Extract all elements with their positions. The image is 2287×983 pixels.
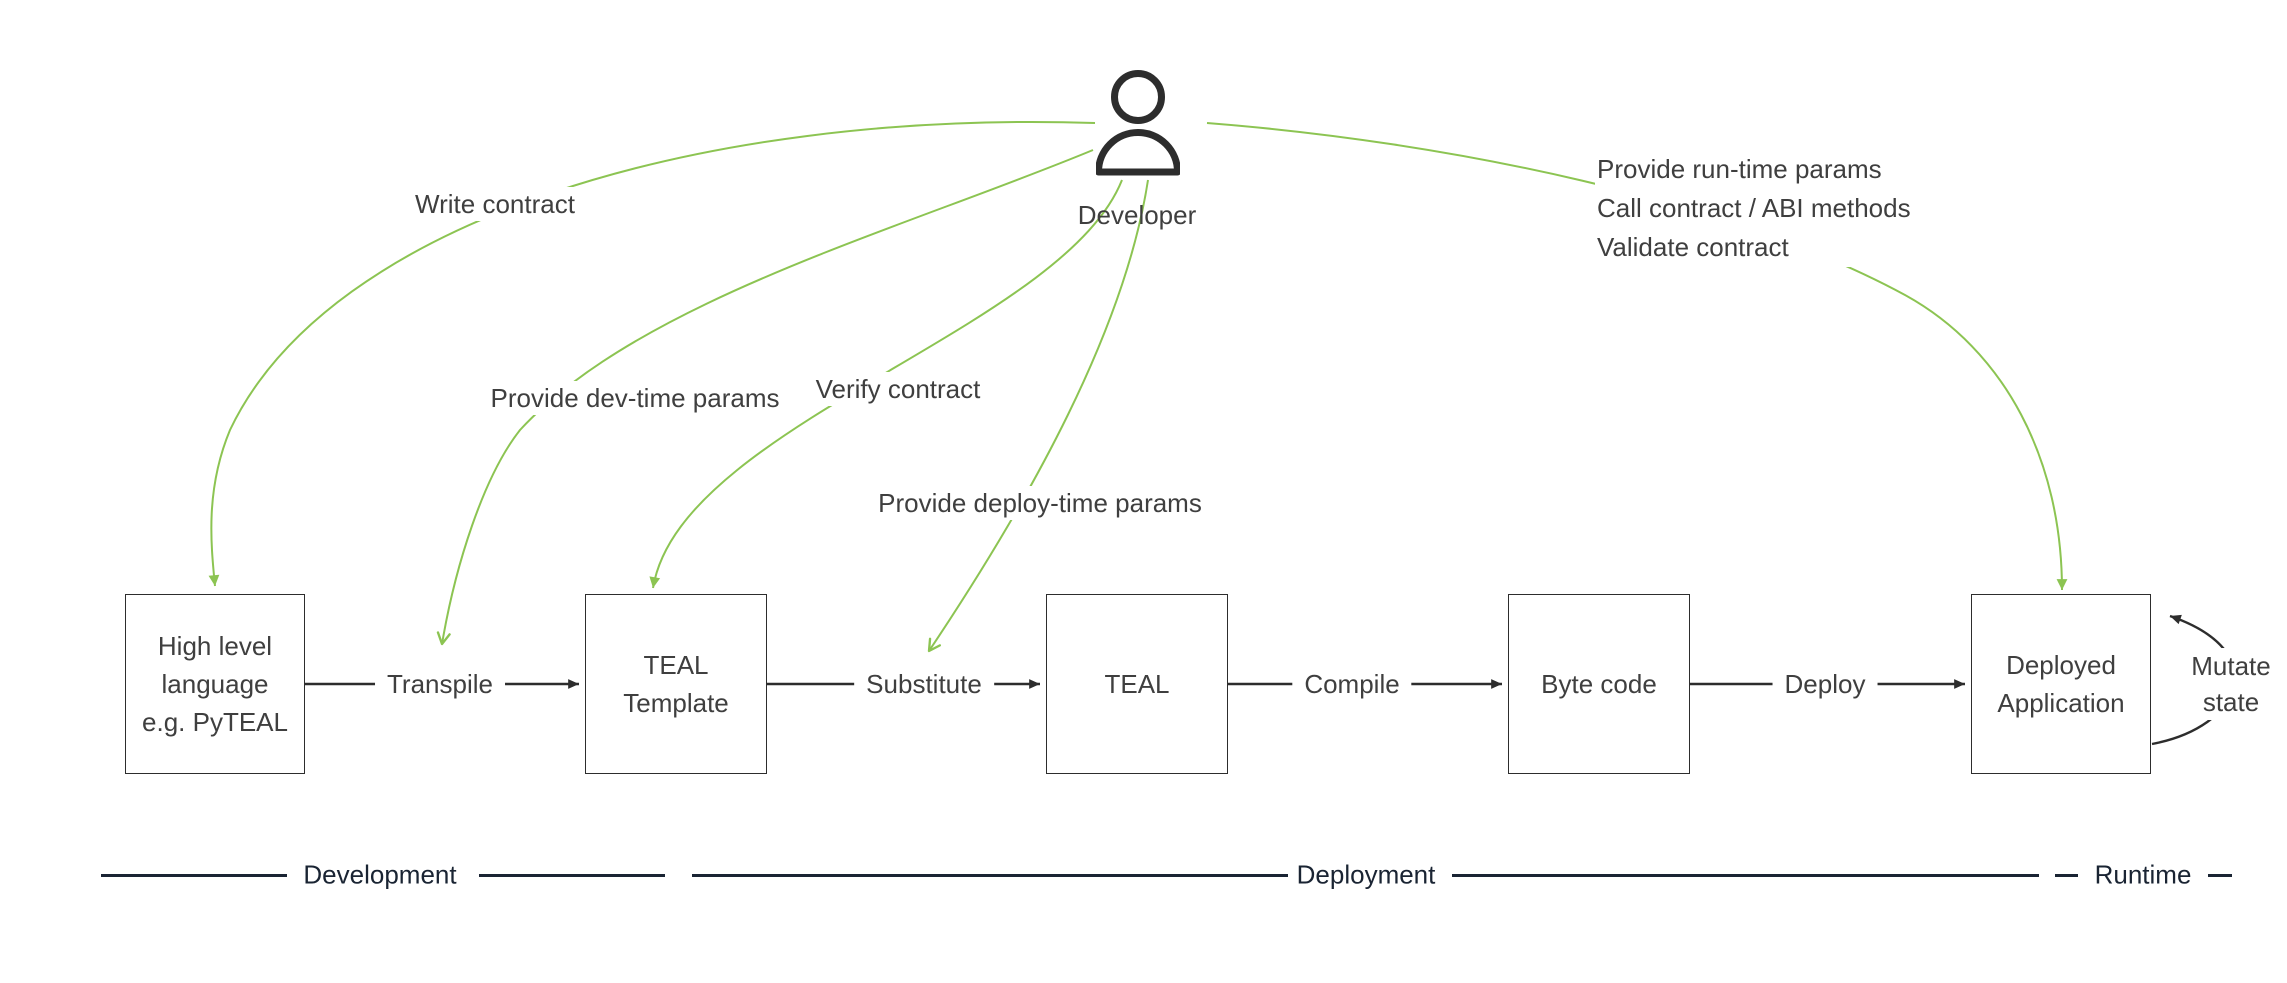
compile-label: Compile: [1292, 667, 1412, 701]
node-high-level-language: High level language e.g. PyTEAL: [125, 594, 305, 774]
mutate-state-label: Mutate state: [2181, 648, 2281, 720]
node-text-line: language: [161, 669, 269, 699]
node-text-line: TEAL: [643, 650, 709, 680]
node-text-line: Byte code: [1541, 669, 1657, 699]
node-teal-template: TEAL Template: [585, 594, 767, 774]
provide-deploy-time-params-label: Provide deploy-time params: [871, 486, 1209, 520]
node-text-line: e.g. PyTEAL: [142, 707, 288, 737]
node-text-line: Deployed: [2006, 650, 2116, 680]
provide-dev-time-params-label: Provide dev-time params: [483, 381, 787, 415]
run-time-params-line: Provide run-time params: [1597, 154, 1882, 184]
node-deployed-application: Deployed Application: [1971, 594, 2151, 774]
run-time-actions-label: Provide run-time params Call contract / …: [1595, 150, 1917, 267]
runtime-bracket-line: [2055, 874, 2078, 877]
node-byte-code: Byte code: [1508, 594, 1690, 774]
call-contract-line: Call contract / ABI methods: [1597, 193, 1911, 223]
node-teal: TEAL: [1046, 594, 1228, 774]
validate-contract-line: Validate contract: [1597, 232, 1789, 262]
node-text-line: High level: [157, 631, 273, 661]
deploy-label: Deploy: [1772, 667, 1878, 701]
development-bracket-line: [101, 874, 287, 877]
deployment-phase-label: Deployment: [1296, 859, 1436, 890]
runtime-phase-label: Runtime: [2094, 859, 2192, 890]
write-contract-arrow: [208, 120, 1096, 587]
run-time-actions-arrow: [1206, 122, 2068, 591]
node-text-line: Application: [1997, 688, 2125, 718]
developer-icon: [1095, 66, 1181, 178]
node-text-line: TEAL: [1104, 669, 1170, 699]
write-contract-label: Write contract: [408, 187, 582, 221]
deployment-bracket-line: [1452, 874, 2039, 877]
development-phase-label: Development: [303, 859, 457, 890]
developer-label: Developer: [1077, 200, 1197, 230]
substitute-label: Substitute: [854, 667, 994, 701]
development-bracket-line: [479, 874, 665, 877]
runtime-bracket-line: [2208, 874, 2232, 877]
transpile-label: Transpile: [375, 667, 505, 701]
node-text-line: Template: [623, 688, 729, 718]
verify-contract-label: Verify contract: [808, 372, 988, 406]
provide-dev-time-params-arrow: [436, 149, 1094, 646]
deployment-bracket-line: [692, 874, 1288, 877]
provide-deploy-time-params-arrow: [927, 179, 1149, 653]
